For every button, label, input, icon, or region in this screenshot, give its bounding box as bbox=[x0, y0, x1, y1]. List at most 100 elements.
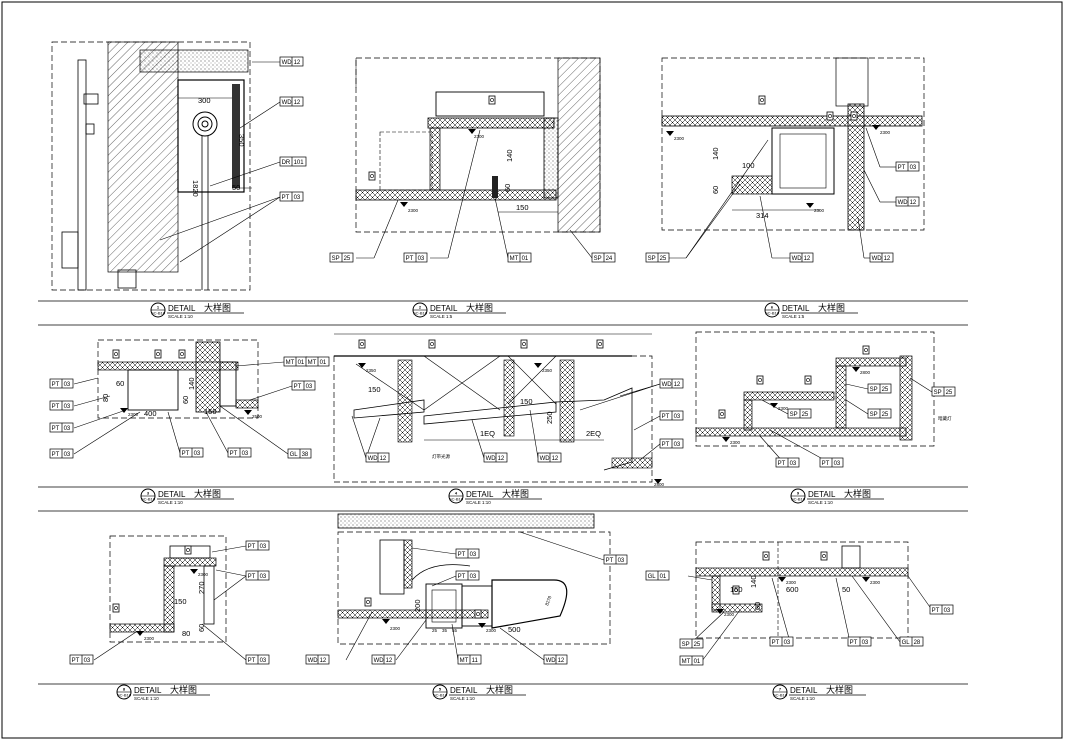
svg-text:WD: WD bbox=[282, 100, 293, 106]
svg-text:25: 25 bbox=[344, 256, 351, 262]
dim-d5-b: 35 bbox=[442, 628, 448, 633]
svg-text:12: 12 bbox=[498, 456, 505, 462]
svg-text:24: 24 bbox=[606, 256, 613, 262]
svg-text:SC-B10: SC-B10 bbox=[765, 311, 780, 316]
svg-text:WD: WD bbox=[282, 60, 293, 66]
dim-d3-140: 140 bbox=[187, 377, 196, 390]
svg-text:9: 9 bbox=[797, 491, 800, 496]
svg-text:6: 6 bbox=[771, 305, 774, 310]
svg-text:12: 12 bbox=[674, 382, 681, 388]
svg-text:12: 12 bbox=[910, 200, 917, 206]
svg-text:03: 03 bbox=[470, 574, 477, 580]
svg-text:SC-B10: SC-B10 bbox=[433, 693, 448, 698]
svg-text:SCALE 1:10: SCALE 1:10 bbox=[790, 696, 815, 701]
level-d6-b: 2300 bbox=[814, 208, 825, 213]
svg-text:03: 03 bbox=[64, 404, 71, 410]
svg-text:SC-B10: SC-B10 bbox=[413, 311, 428, 316]
level-2300-b: 2300 bbox=[408, 208, 419, 213]
svg-text:3: 3 bbox=[147, 491, 150, 496]
svg-text:25: 25 bbox=[882, 412, 889, 418]
dim-350: 350 bbox=[237, 134, 246, 147]
level-d8-b: 2300 bbox=[198, 572, 209, 577]
detail-7: 2300 2300 2300 150 600 50 140 60 bbox=[687, 541, 933, 662]
dim-140: 140 bbox=[505, 149, 514, 162]
svg-text:03: 03 bbox=[470, 552, 477, 558]
note-8278: 8278 bbox=[544, 595, 552, 607]
dim-60: 60 bbox=[503, 184, 512, 192]
detail-9: 2300 2300 2800 暗藏灯 bbox=[695, 331, 952, 464]
svg-text:03: 03 bbox=[294, 195, 301, 201]
svg-text:03: 03 bbox=[910, 165, 917, 171]
level-d9-b: 2300 bbox=[778, 406, 789, 411]
svg-text:SP: SP bbox=[594, 256, 602, 262]
svg-text:PT: PT bbox=[606, 558, 614, 564]
svg-text:PT: PT bbox=[406, 256, 414, 262]
dim-d8-60: 60 bbox=[197, 624, 206, 632]
svg-text:PT: PT bbox=[248, 658, 256, 664]
svg-text:PT: PT bbox=[662, 414, 670, 420]
svg-text:WD: WD bbox=[486, 456, 497, 462]
dim-100: 100 bbox=[742, 161, 755, 170]
svg-text:DETAIL: DETAIL bbox=[466, 490, 494, 499]
svg-text:SC-B10: SC-B10 bbox=[151, 311, 166, 316]
dim-d3-150: 150 bbox=[204, 407, 217, 416]
svg-text:25: 25 bbox=[802, 412, 809, 418]
svg-text:SC-B10: SC-B10 bbox=[791, 497, 806, 502]
svg-text:8: 8 bbox=[123, 687, 126, 692]
svg-text:25: 25 bbox=[660, 256, 667, 262]
dim-d4-150b: 150 bbox=[520, 397, 533, 406]
svg-text:01: 01 bbox=[522, 256, 529, 262]
svg-text:DETAIL: DETAIL bbox=[430, 304, 458, 313]
svg-text:DETAIL: DETAIL bbox=[782, 304, 810, 313]
dim-d3-60b: 60 bbox=[181, 396, 190, 404]
svg-text:SCALE 1:5: SCALE 1:5 bbox=[782, 314, 805, 319]
svg-text:12: 12 bbox=[884, 256, 891, 262]
level-d4-a: 2350 bbox=[366, 368, 377, 373]
svg-text:PT: PT bbox=[282, 195, 290, 201]
svg-text:03: 03 bbox=[618, 558, 625, 564]
svg-text:WD: WD bbox=[792, 256, 803, 262]
dim-1820: 1820 bbox=[191, 180, 200, 197]
svg-text:03: 03 bbox=[64, 382, 71, 388]
svg-text:DETAIL: DETAIL bbox=[808, 490, 836, 499]
svg-text:WD: WD bbox=[540, 456, 551, 462]
level-d8-a: 2300 bbox=[144, 636, 155, 641]
svg-text:DR: DR bbox=[282, 160, 291, 166]
svg-text:PT: PT bbox=[662, 442, 670, 448]
dim-d7-50: 50 bbox=[842, 585, 850, 594]
svg-text:03: 03 bbox=[790, 461, 797, 467]
svg-text:PT: PT bbox=[52, 404, 60, 410]
svg-text:12: 12 bbox=[804, 256, 811, 262]
svg-text:PT: PT bbox=[822, 461, 830, 467]
dim-270: 270 bbox=[197, 581, 206, 594]
dim-d6-140: 140 bbox=[711, 147, 720, 160]
svg-text:38: 38 bbox=[302, 452, 309, 458]
svg-text:SP: SP bbox=[682, 642, 690, 648]
svg-text:MT: MT bbox=[286, 360, 295, 366]
level-d6-a: 2300 bbox=[674, 136, 685, 141]
